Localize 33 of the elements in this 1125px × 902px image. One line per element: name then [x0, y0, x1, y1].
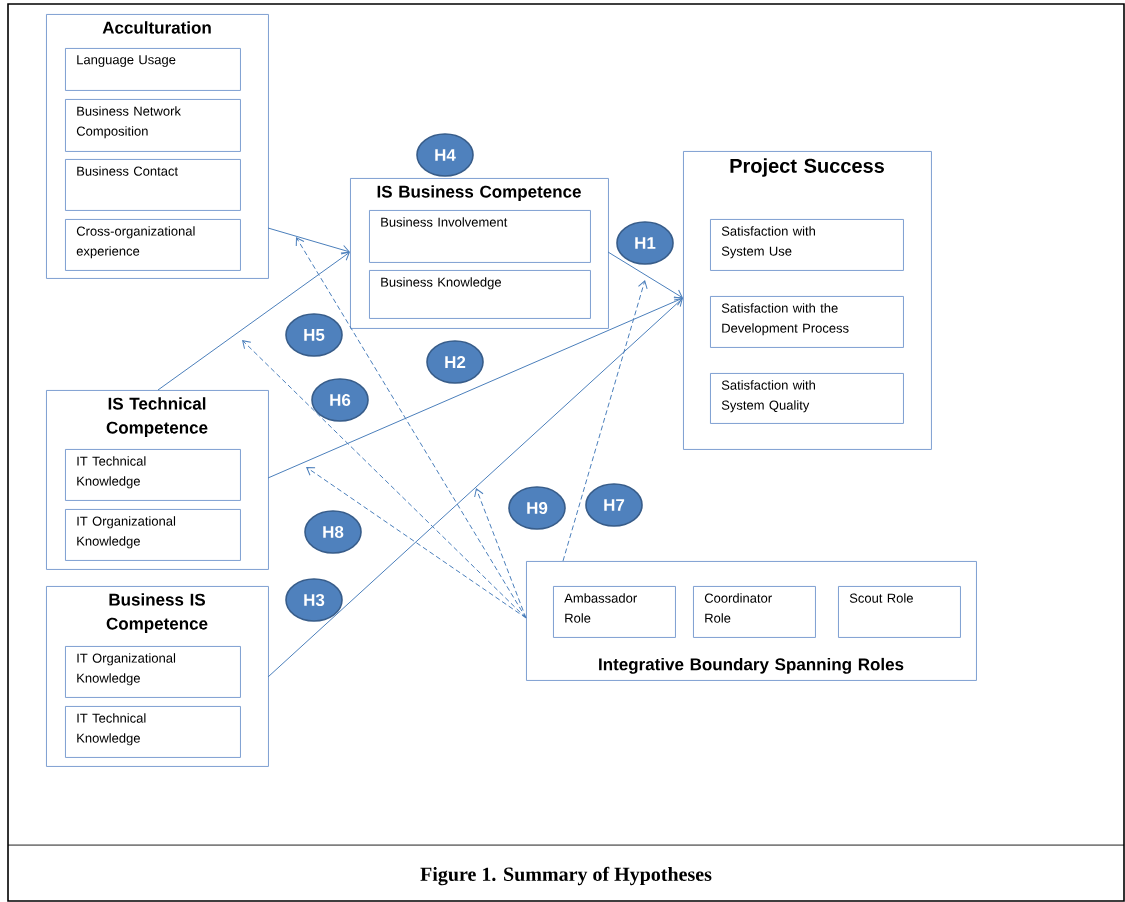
hypothesis-oval: H6 [311, 378, 369, 422]
item-box: Satisfaction with the Development Process [710, 296, 904, 348]
hypothesis-oval: H2 [426, 340, 484, 384]
item-box: Scout Role [838, 586, 961, 638]
item-box: Business Knowledge [369, 270, 591, 319]
arrow [474, 488, 527, 619]
arrow [306, 467, 527, 619]
item-box: Business Involvement [369, 210, 591, 263]
hypothesis-oval: H3 [285, 578, 343, 622]
hypothesis-oval: H9 [508, 486, 566, 530]
item-box: Business Contact [65, 159, 241, 211]
hypothesis-oval: H4 [416, 133, 474, 177]
item-box: Business Network Composition [65, 99, 241, 152]
item-box: IT Organizational Knowledge [65, 646, 241, 698]
item-box: Satisfaction with System Use [710, 219, 904, 271]
item-box: Coordinator Role [693, 586, 816, 638]
arrow [267, 298, 683, 678]
item-box: Ambassador Role [553, 586, 676, 638]
item-box: IT Technical Knowledge [65, 706, 241, 758]
arrow [267, 227, 350, 255]
arrow [267, 296, 683, 479]
item-box: Satisfaction with System Quality [710, 373, 904, 424]
item-box: IT Organizational Knowledge [65, 509, 241, 561]
arrow [562, 280, 648, 562]
item-box: IT Technical Knowledge [65, 449, 241, 501]
hypothesis-oval: H5 [285, 313, 343, 357]
figure-caption: Figure 1. Summary of Hypotheses [420, 866, 712, 886]
hypothesis-oval: H1 [616, 221, 674, 265]
hypothesis-oval: H8 [304, 510, 362, 554]
item-box: Cross-organizational experience [65, 219, 241, 271]
item-box: Language Usage [65, 48, 241, 91]
hypothesis-oval: H7 [585, 483, 643, 527]
arrow [157, 252, 350, 391]
